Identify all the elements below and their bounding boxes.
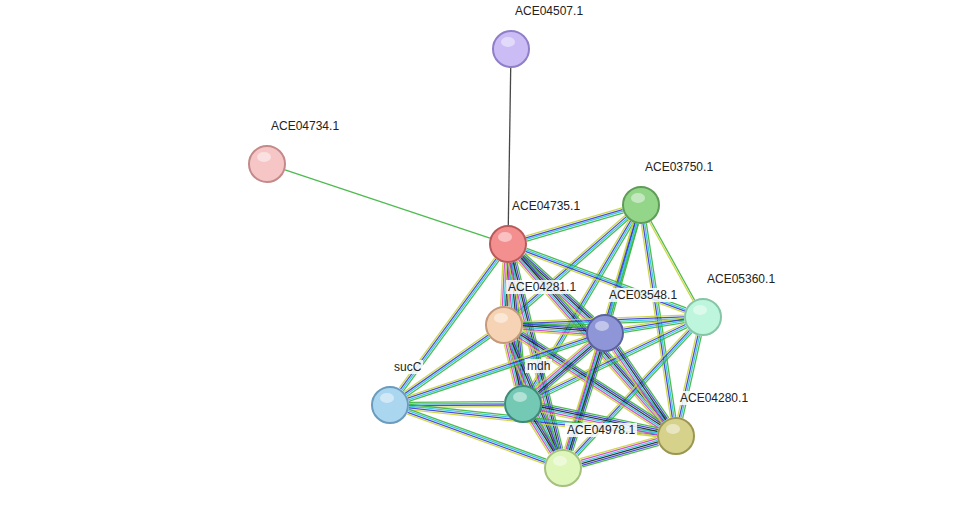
node-highlight [693, 305, 707, 315]
node-highlight [494, 313, 508, 323]
interaction-edge [678, 335, 702, 418]
interaction-edge [612, 346, 668, 423]
node-label: ACE04507.1 [513, 4, 585, 18]
protein-node: ACE04735.1 [489, 225, 527, 263]
evidence-strand [541, 412, 657, 436]
node-highlight [501, 37, 515, 47]
protein-node: ACE04978.1 [544, 449, 582, 487]
evidence-strand [531, 421, 551, 453]
protein-node: ACE04734.1 [248, 145, 286, 183]
node-highlight [666, 424, 680, 434]
node-highlight [498, 232, 512, 242]
evidence-strand [619, 346, 668, 418]
node-highlight [513, 392, 527, 402]
node-label: ACE04735.1 [510, 199, 582, 213]
protein-node: ACE03750.1 [622, 186, 660, 224]
node-label: mdh [525, 359, 552, 373]
evidence-strand [409, 401, 504, 403]
evidence-strand [683, 336, 702, 418]
evidence-strand [285, 170, 490, 238]
protein-node: ACE03548.1 [586, 314, 624, 352]
node-highlight [380, 393, 394, 403]
evidence-strand [535, 419, 555, 451]
interaction-edge [529, 418, 556, 454]
evidence-strand [618, 347, 667, 419]
protein-node: ACE04507.1 [492, 30, 530, 68]
node-label: sucC [392, 360, 423, 374]
protein-node: sucC [371, 386, 409, 424]
interaction-edge [523, 322, 587, 335]
protein-node: mdh [504, 385, 542, 423]
evidence-strand [501, 263, 503, 306]
node-highlight [595, 321, 609, 331]
evidence-strand [581, 439, 657, 461]
interaction-edge [407, 337, 588, 402]
evidence-strand [520, 335, 660, 425]
interaction-edge [580, 437, 659, 467]
node-label: ACE04978.1 [565, 423, 637, 437]
evidence-strand [580, 437, 656, 459]
evidence-strand [523, 331, 586, 336]
node-label: ACE05360.1 [705, 272, 777, 286]
protein-node: ACE04281.1 [485, 306, 523, 344]
evidence-strand [616, 348, 665, 420]
node-label: ACE03548.1 [607, 288, 679, 302]
interaction-edge [541, 404, 659, 437]
evidence-strand [581, 440, 657, 462]
evidence-strand [529, 422, 549, 454]
evidence-strand [582, 442, 658, 464]
evidence-strand [612, 351, 661, 423]
protein-node: ACE05360.1 [684, 298, 722, 336]
interaction-edge [285, 170, 490, 238]
evidence-strand [409, 403, 504, 405]
evidence-strand [537, 418, 557, 450]
protein-node: ACE04280.1 [657, 417, 695, 455]
evidence-strand [534, 420, 554, 452]
evidence-strand [614, 350, 663, 422]
node-label: ACE04281.1 [506, 280, 578, 294]
node-highlight [257, 152, 271, 162]
node-label: ACE03750.1 [643, 160, 715, 174]
evidence-strand [615, 349, 664, 421]
evidence-strand [623, 318, 683, 328]
evidence-strand [681, 336, 700, 418]
node-label: ACE04734.1 [269, 119, 341, 133]
evidence-strand [532, 421, 552, 453]
node-highlight [553, 456, 567, 466]
interaction-edge [623, 318, 684, 333]
node-label: ACE04280.1 [678, 391, 750, 405]
node-highlight [631, 193, 645, 203]
